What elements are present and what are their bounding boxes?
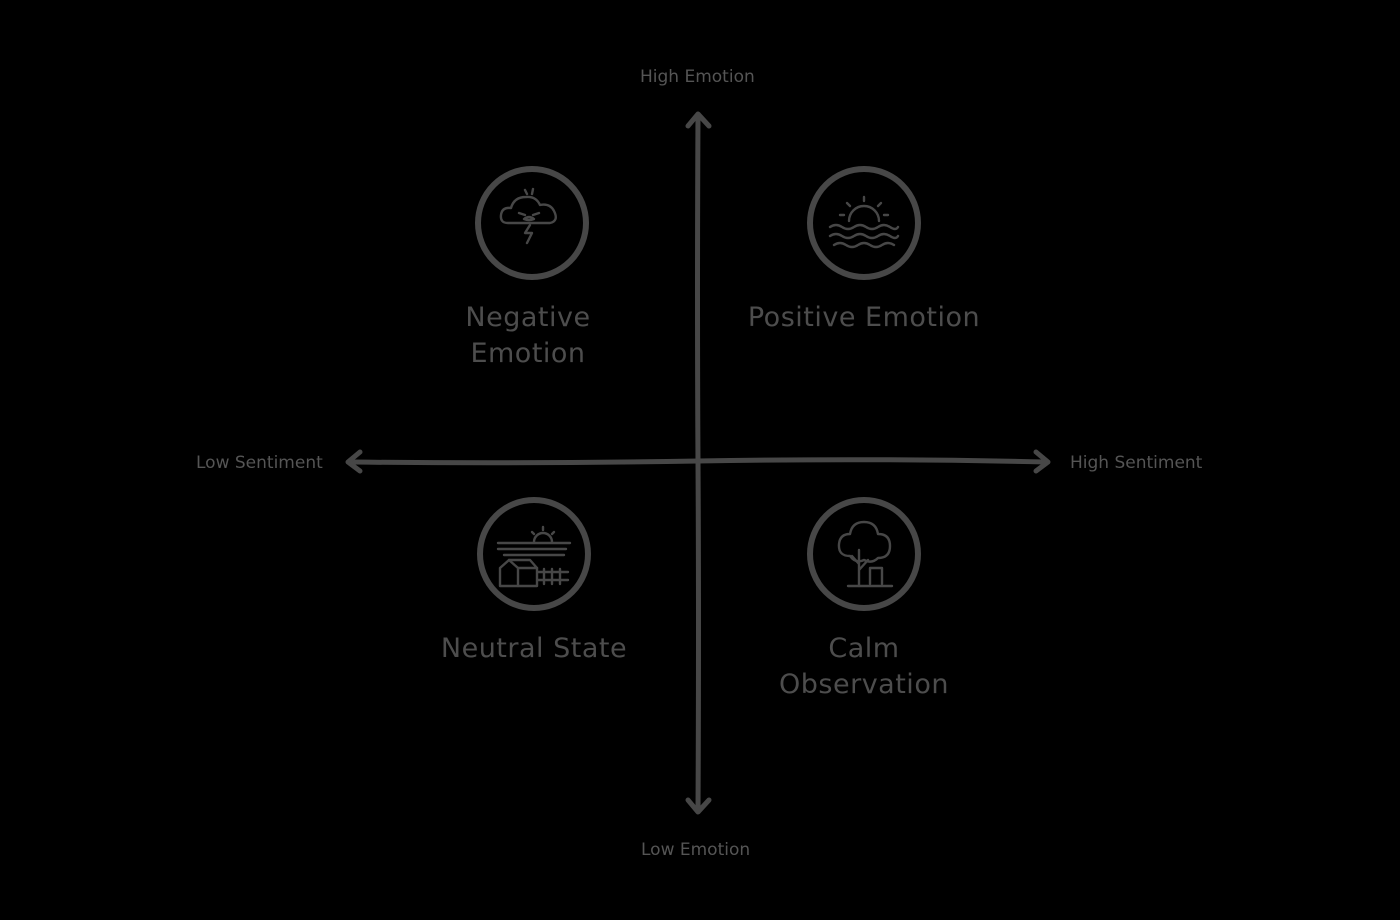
storm-cloud-icon xyxy=(472,163,592,283)
bottom-arrowhead xyxy=(685,797,712,815)
quadrant-label-line: Calm xyxy=(828,633,900,664)
quadrant-label-calm: Calm Observation xyxy=(744,631,984,703)
axis-label-bottom: Low Emotion xyxy=(641,840,751,860)
quadrant-label-negative: Negative Emotion xyxy=(418,300,638,372)
top-arrowhead xyxy=(685,111,712,129)
axis-label-top: High Emotion xyxy=(640,67,755,87)
sunrise-over-water-icon xyxy=(804,163,924,283)
quadrant-label-line: Neutral State xyxy=(440,633,628,664)
axis-label-left: Low Sentiment xyxy=(196,453,323,473)
axis-label-right: High Sentiment xyxy=(1070,453,1203,473)
tree-icon xyxy=(804,494,924,614)
left-arrowhead xyxy=(345,449,363,474)
vertical-axis xyxy=(685,111,712,815)
quadrant-label-line: Negative xyxy=(465,302,591,333)
quadrant-label-positive: Positive Emotion xyxy=(724,300,1004,336)
farm-landscape-icon xyxy=(474,494,594,614)
quadrant-label-neutral: Neutral State xyxy=(414,631,654,667)
quadrant-label-line: Emotion xyxy=(470,338,586,369)
right-arrowhead xyxy=(1033,449,1051,474)
quadrant-label-line: Observation xyxy=(779,669,949,700)
quadrant-label-line: Positive Emotion xyxy=(747,302,981,333)
